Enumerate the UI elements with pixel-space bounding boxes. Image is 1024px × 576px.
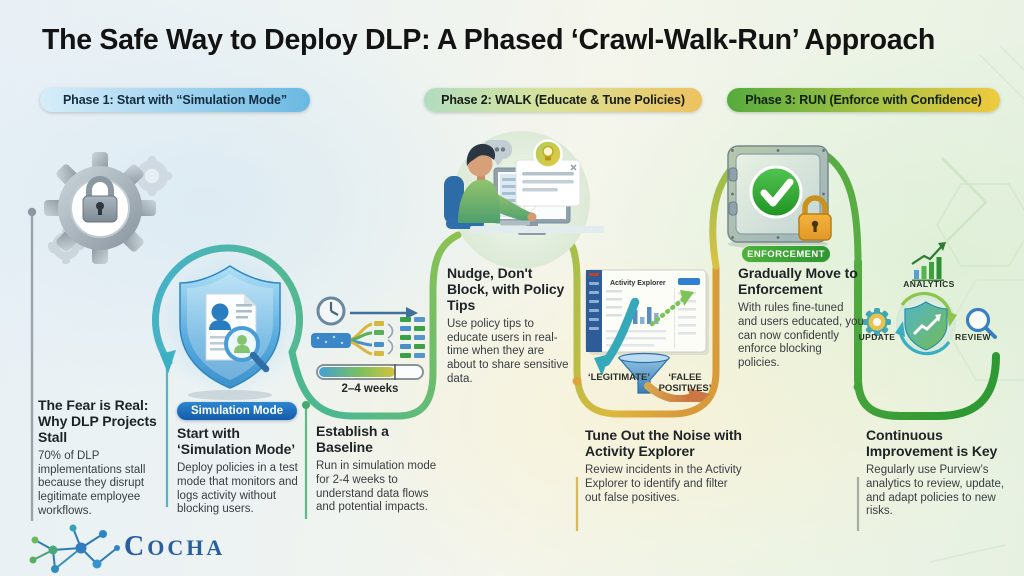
dashboard-window: Activity Explorer [585, 269, 707, 353]
phase-2-banner: Phase 2: WALK (Educate & Tune Policies) [424, 88, 702, 112]
stage-7-body: Regularly use Purview’s analytics to rev… [866, 463, 1005, 518]
update-gear-icon [863, 308, 891, 336]
baseline-duration-caption: 2–4 weeks [341, 383, 399, 395]
checkmark-icon [749, 165, 803, 219]
update-label: UPDATE [858, 332, 896, 342]
clock-icon [316, 296, 346, 326]
snake-path [152, 148, 1000, 420]
cycle-arrows-icon [895, 291, 957, 356]
stage-6-heading: Gradually Move to Enforcement [738, 265, 858, 297]
stage-2-heading: Start with ‘Simulation Mode’ [177, 425, 296, 457]
stage-4-heading: Nudge, Don't Block, with Policy Tips [447, 265, 565, 313]
person-figure [444, 143, 537, 229]
funnel-icon [617, 352, 671, 394]
arrow-right-icon [350, 307, 418, 319]
stage-3-body: Run in simulation mode for 2-4 weeks to … [316, 459, 437, 514]
stage-2-text: Simulation Mode Start with ‘Simulation M… [177, 401, 311, 517]
stage-1-body: 70% of DLP implementations stall because… [38, 449, 146, 518]
column-separators [27, 207, 860, 531]
stage-5-heading: Tune Out the Noise with Activity Explore… [585, 427, 742, 459]
activity-explorer-graphic: Activity Explorer [585, 269, 710, 402]
stage-3-text: Establish a Baseline Run in simulation m… [316, 423, 440, 515]
stage-1-heading: The Fear is Real: Why DLP Projects Stall [38, 397, 157, 445]
analytics-icon [911, 242, 946, 282]
review-label: REVIEW [955, 332, 991, 342]
logo-network-icon [29, 524, 120, 573]
legitimate-label: ‘LEGITIMATE’ [587, 372, 651, 383]
baseline-timeline-graphic [311, 296, 425, 380]
stage-4-text: Nudge, Don't Block, with Policy Tips Use… [447, 265, 573, 387]
stage-5-text: Tune Out the Noise with Activity Explore… [585, 427, 743, 505]
stage-6-text: Gradually Move to Enforcement With rules… [738, 265, 864, 371]
logo-wordmark: COCHA [124, 531, 226, 562]
lock-icon [82, 176, 118, 223]
window-title: Activity Explorer [610, 280, 666, 287]
stage-5-body: Review incidents in the Activity Explore… [585, 463, 742, 504]
stage-7-heading: Continuous Improvement is Key [866, 427, 998, 459]
stage-3-heading: Establish a Baseline [316, 423, 389, 455]
analytics-label: ANALYTICS [903, 279, 955, 289]
review-magnifier-icon [965, 307, 997, 339]
page-title: The Safe Way to Deploy DLP: A Phased ‘Cr… [42, 24, 935, 56]
enforcement-badge: ENFORCEMENT [741, 245, 831, 263]
false-positive-dotted-arrow-icon [649, 290, 694, 327]
stage-6-body: With rules fine-tuned and users educated… [738, 301, 864, 370]
data-flow-graphic [311, 317, 425, 358]
stage-2-body: Deploy policies in a test mode that moni… [177, 461, 298, 516]
false-positives-label: ‘FALEE POSITIVES’ [658, 372, 712, 394]
false-positives-arrow-icon [644, 382, 710, 402]
gear-lock-icon [44, 152, 172, 264]
simulation-mode-badge: Simulation Mode [177, 402, 297, 420]
vault-icon [727, 145, 832, 249]
legitimate-arrow-icon [594, 297, 640, 376]
progress-bar [316, 364, 424, 380]
lightbulb-badge-icon [533, 139, 563, 169]
padlock-icon [798, 195, 832, 241]
magnifier-person-icon [224, 326, 270, 373]
stage-1-text: The Fear is Real: Why DLP Projects Stall… [38, 397, 164, 519]
stage-7-text: Continuous Improvement is Key Regularly … [866, 427, 1018, 519]
person-computer-scene [444, 131, 604, 269]
shield-trend-icon [904, 301, 948, 351]
phase-3-banner: Phase 3: RUN (Enforce with Confidence) [727, 88, 1000, 112]
stage-4-body: Use policy tips to educate users in real… [447, 317, 569, 386]
phase-1-banner: Phase 1: Start with “Simulation Mode” [40, 88, 310, 112]
shield-document-icon [158, 252, 302, 400]
desk [470, 226, 604, 233]
keyboard-icon [500, 220, 530, 226]
improvement-cycle-graphic [863, 242, 997, 356]
